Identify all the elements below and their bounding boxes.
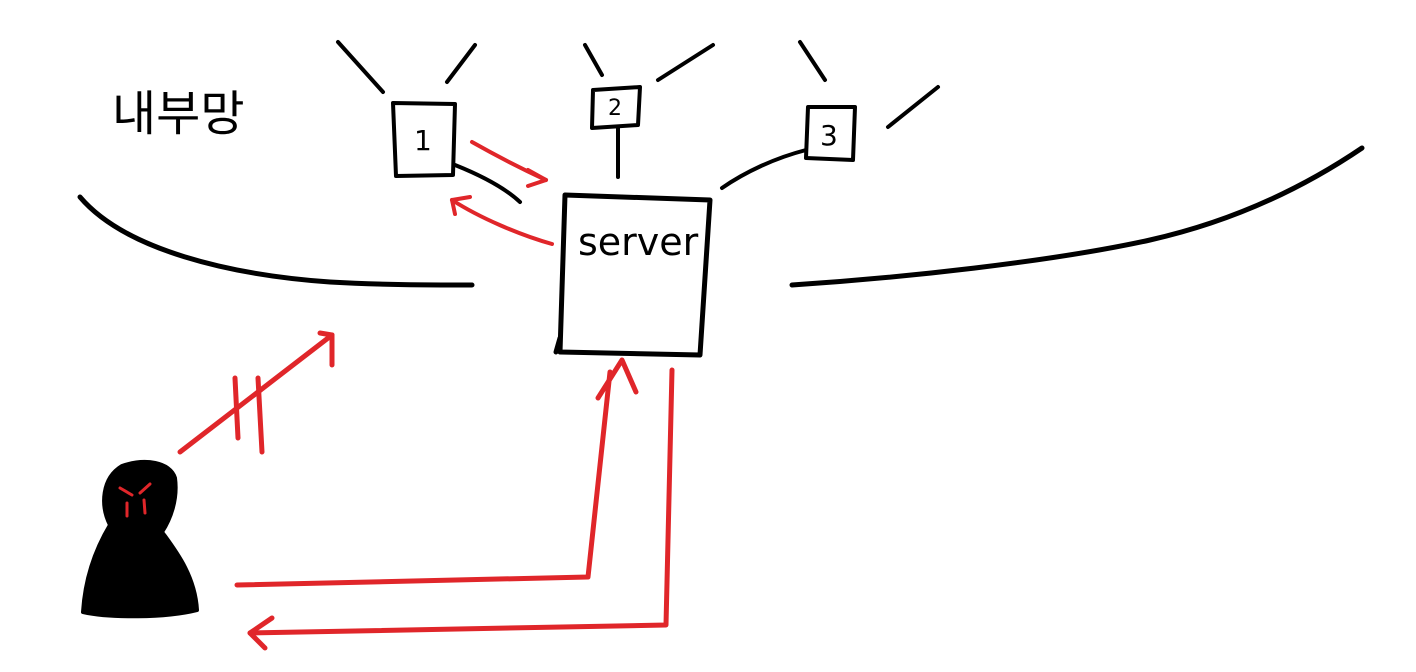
- network-title: 내부망: [112, 86, 244, 142]
- blocked-slash-icon: [232, 375, 241, 441]
- node-3-link: [720, 148, 808, 190]
- node-2-label: 2: [608, 96, 622, 121]
- node-3-label: 3: [820, 119, 838, 152]
- node-1: 1: [336, 40, 522, 204]
- node-server-exchange: [450, 140, 554, 246]
- attacker-eyes-icon: [118, 482, 152, 518]
- attack-request-arrowhead: [595, 357, 639, 401]
- attack-response-line: [247, 367, 675, 636]
- node-1-label: 1: [414, 124, 432, 157]
- server-label: server: [578, 220, 699, 264]
- network-boundary-left: [77, 194, 475, 288]
- attack-path: [234, 357, 675, 651]
- attack-response-arrowhead: [247, 615, 275, 651]
- node-1-link: [453, 163, 522, 204]
- server-box: server: [553, 192, 713, 358]
- node-2: 2: [583, 43, 715, 179]
- blocked-attack-arrow: [177, 332, 335, 455]
- blocked-slash-icon-2: [255, 375, 265, 455]
- blocked-access: [177, 330, 335, 455]
- hooded-figure-icon: [81, 460, 199, 619]
- network-boundary-right: [789, 145, 1365, 288]
- node-3: 3: [720, 40, 940, 190]
- blocked-attack-arrowhead: [317, 330, 335, 368]
- response-arrow: [450, 198, 554, 246]
- attack-request-line: [234, 369, 613, 588]
- response-arrowhead: [450, 195, 472, 216]
- request-arrowhead: [526, 168, 548, 188]
